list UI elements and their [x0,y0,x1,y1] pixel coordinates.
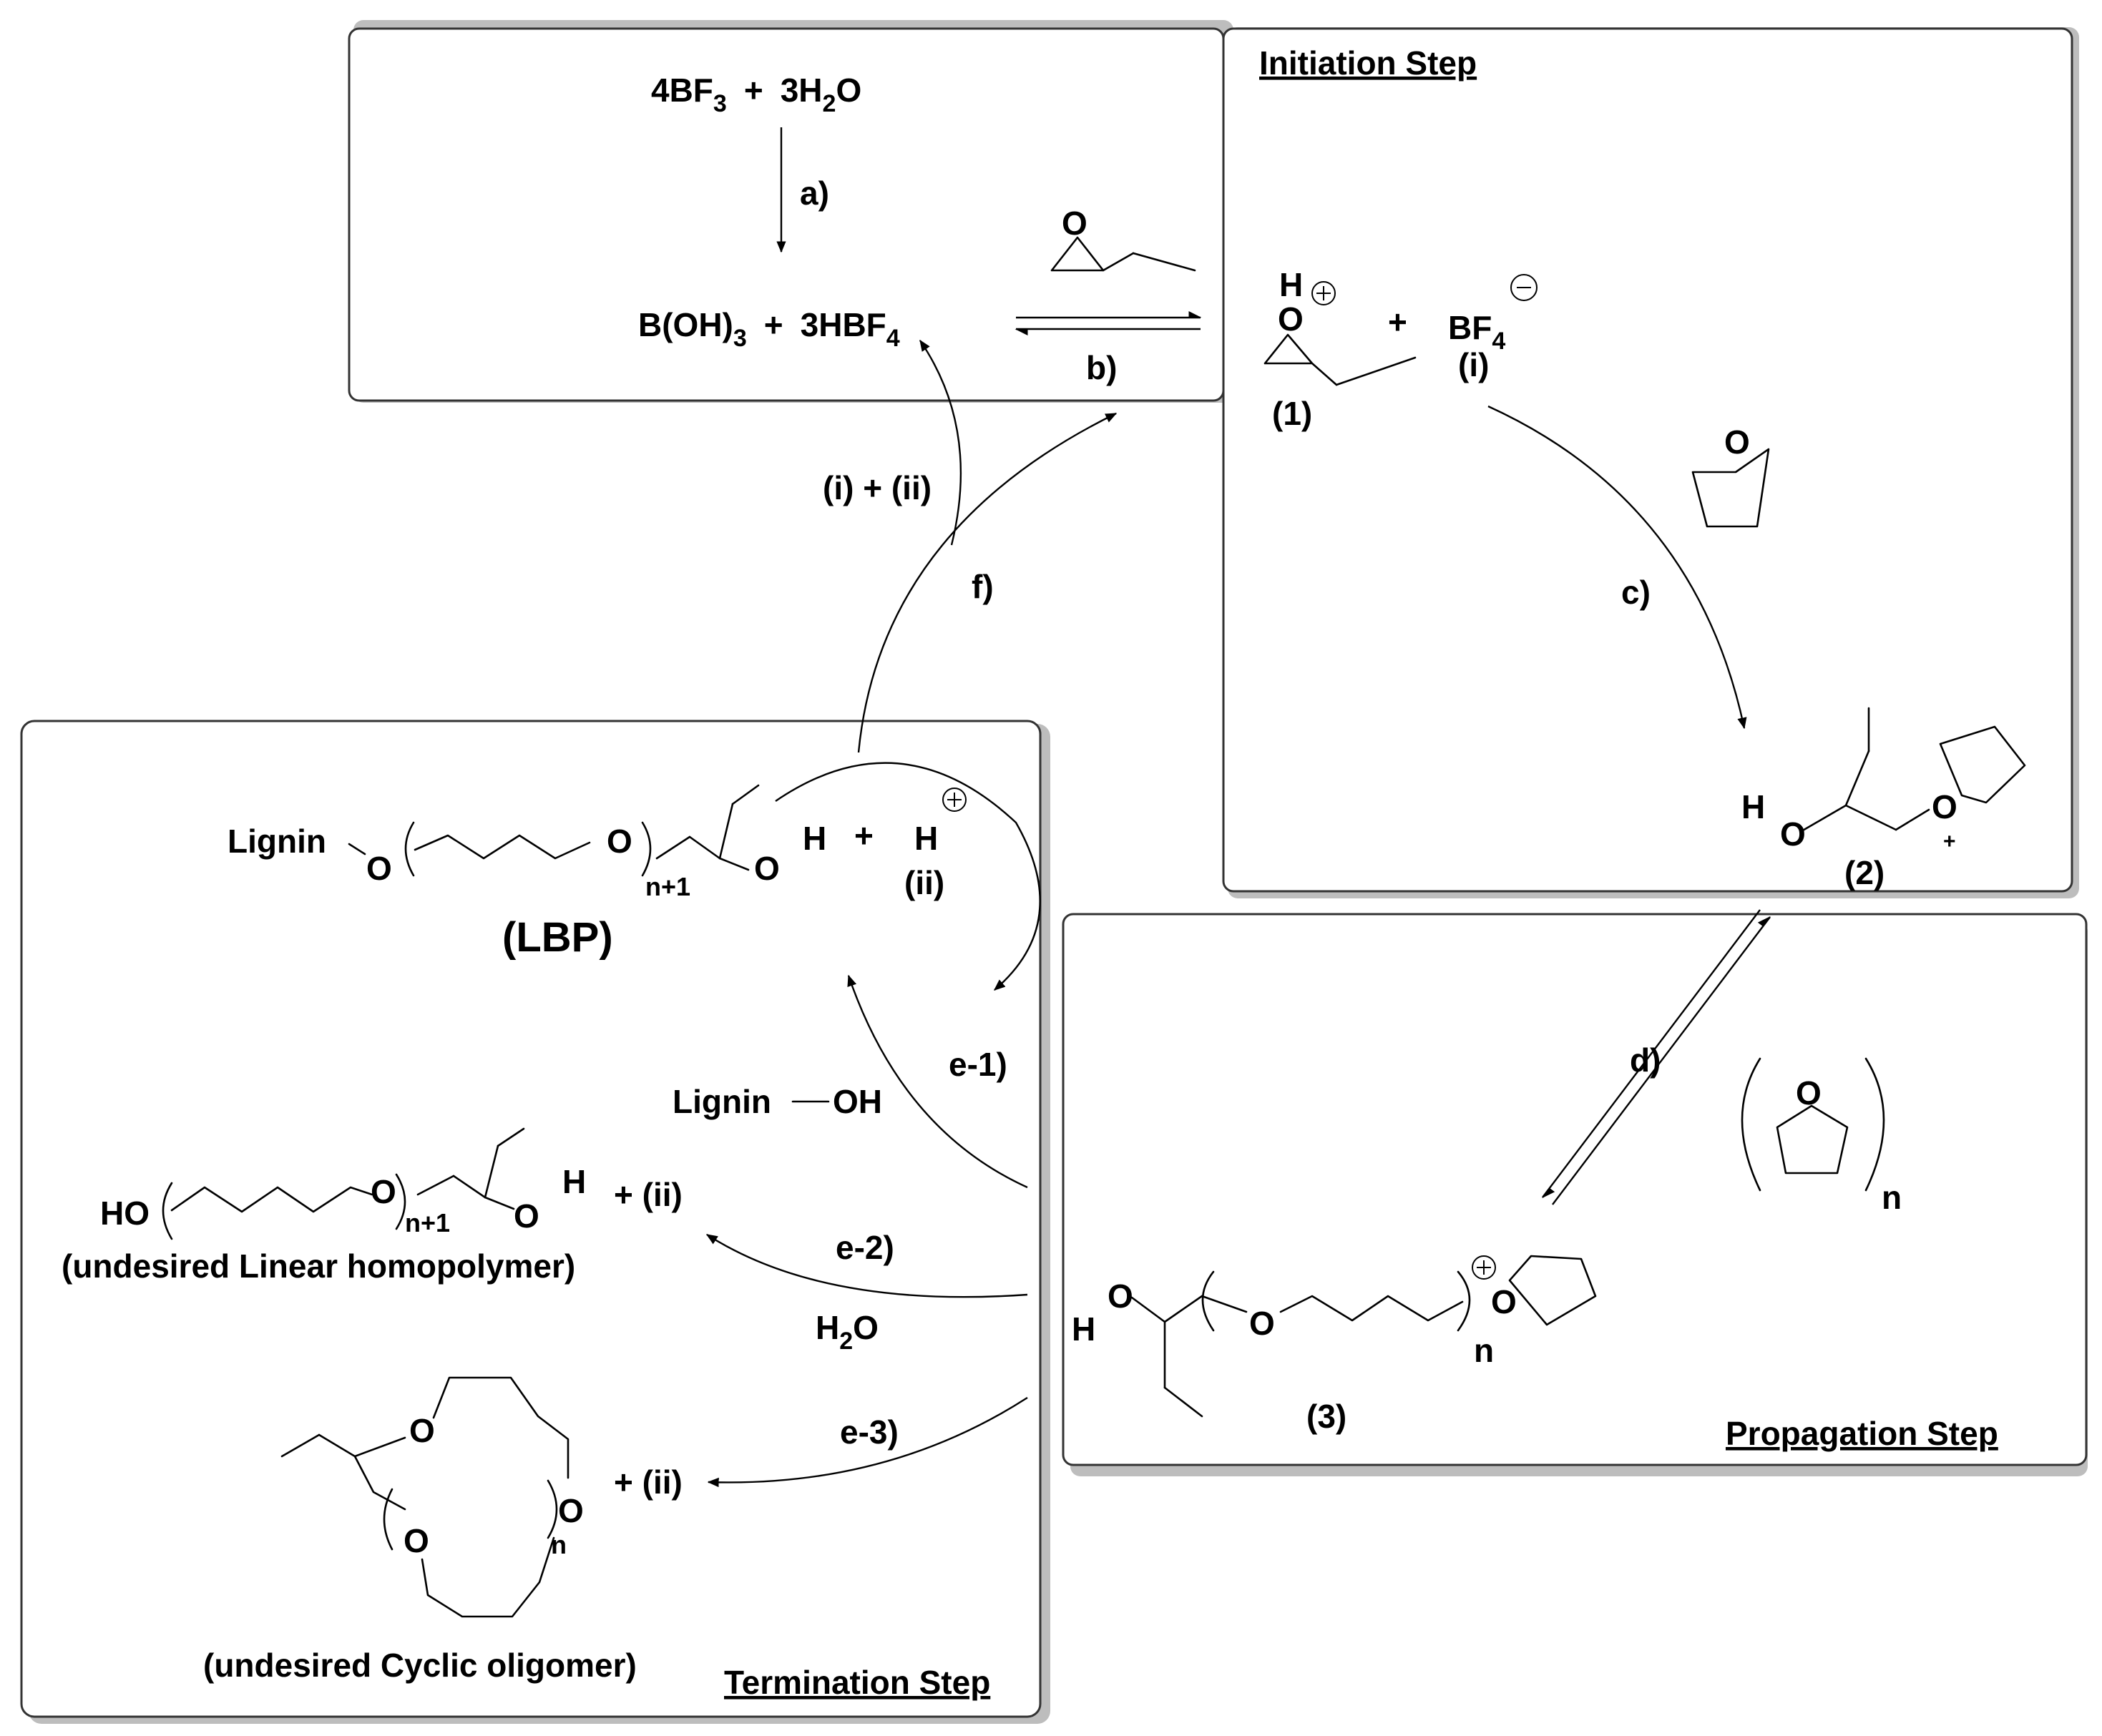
svg-text:O: O [1796,1074,1822,1112]
svg-text:O: O [558,1492,584,1529]
svg-text:O: O [1491,1283,1517,1320]
cyclic-oligomer-structure: O O O n + (ii) (undesired Cyclic oligome… [203,1376,683,1684]
step-e3-label: e-3) [840,1413,899,1451]
lbp-structure: Lignin O O n+1 O H + H (ii) (LBP) [228,784,967,961]
svg-text:O: O [1249,1305,1275,1342]
tetrafluoroborate-anion: BF4 (i) [1448,274,1538,383]
svg-text:+: + [854,817,874,854]
svg-text:n+1: n+1 [405,1208,450,1237]
arrow-c [1487,405,1747,730]
arrow-e1 [847,974,1028,1189]
svg-text:n: n [1474,1332,1494,1369]
step-e1-label: e-1) [949,1046,1007,1083]
svg-text:O: O [1108,1278,1133,1315]
step-a-label: a) [800,175,829,212]
svg-text:O: O [366,850,392,887]
svg-text:O: O [514,1197,539,1235]
svg-text:Lignin: Lignin [228,823,326,860]
reaction-a-reactants: 4BF3+3H2O [651,72,861,117]
termination-panel: Termination Step [20,720,1050,1724]
top-box [348,20,1233,403]
equilibrium-b-arrows [1015,311,1202,335]
svg-text:(2): (2) [1844,854,1885,891]
lbp-label: (LBP) [502,914,613,961]
butylene-oxide-reagent: O [1050,205,1196,272]
arrow-proton-cycle [775,762,1041,991]
reaction-a-products: B(OH)3+3HBF4 [638,306,900,352]
svg-text:(3): (3) [1306,1398,1346,1435]
svg-text:O: O [754,850,780,887]
initiation-panel: Initiation Step [1222,27,2079,898]
termination-title: Termination Step [724,1664,990,1701]
svg-text:H: H [1072,1310,1095,1348]
propagation-title: Propagation Step [1726,1415,1998,1452]
step-f-label: f) [972,568,994,605]
step-d-label: d) [1630,1041,1661,1079]
svg-text:(1): (1) [1272,395,1312,432]
svg-text:BF4: BF4 [1448,309,1505,355]
svg-text:OH: OH [833,1083,882,1120]
svg-text:4BF3+3H2O: 4BF3+3H2O [651,72,861,117]
step-e2-label: e-2) [836,1229,894,1266]
svg-text:(ii): (ii) [904,864,944,901]
svg-text:H: H [803,820,826,857]
svg-text:O: O [404,1522,429,1559]
svg-text:O: O [409,1412,435,1449]
svg-text:+ (ii): + (ii) [614,1176,683,1213]
svg-text:(i): (i) [1458,346,1489,383]
svg-text:H: H [1279,266,1303,303]
arrow-e3 [707,1396,1028,1488]
compound-3-propagating-chain: H O O n O (3) [1072,1255,1597,1435]
step-b-label: b) [1086,349,1117,386]
thf-repeat-bracket: O n [1741,1057,1902,1216]
arrow-f [857,412,1118,753]
arrow-i-ii-to-hbf4 [919,339,962,546]
initiation-title: Initiation Step [1259,44,1477,82]
step-c-label: c) [1621,574,1651,611]
compound-1-protonated-epoxide: H O (1) [1263,266,1417,432]
svg-text:+: + [1943,830,1956,853]
svg-text:H: H [562,1163,586,1200]
propagation-panel: Propagation Step [1062,913,2088,1476]
svg-text:n+1: n+1 [645,872,690,901]
svg-text:n: n [551,1530,567,1559]
svg-text:O: O [1062,205,1087,242]
svg-text:+ (ii): + (ii) [614,1463,683,1501]
svg-text:O: O [607,823,632,860]
equilibrium-d-arrows [1542,909,1771,1205]
svg-text:(undesired Cyclic oligomer): (undesired Cyclic oligomer) [203,1647,637,1684]
svg-text:O: O [1724,423,1750,461]
svg-text:Lignin: Lignin [673,1083,771,1120]
lignin-oh-reagent: Lignin OH [673,1083,882,1120]
thf-reagent-c: O [1691,423,1770,528]
water-reagent: H2O [816,1309,879,1355]
svg-text:O: O [1278,300,1304,338]
svg-text:n: n [1882,1179,1902,1216]
f-species-label: (i) + (ii) [823,469,932,506]
svg-text:O: O [1932,788,1957,825]
svg-text:H: H [914,820,938,857]
compound-2-oxonium: H O O + (2) [1741,707,2026,891]
svg-text:B(OH)3+3HBF4: B(OH)3+3HBF4 [638,306,900,352]
svg-text:HO: HO [100,1195,150,1232]
linear-homopolymer-structure: HO O n+1 O H + (ii) (undesired Linear ho… [62,1127,683,1285]
initiation-plus: + [1388,303,1407,340]
svg-text:O: O [1780,815,1806,853]
arrow-e2 [705,1233,1028,1298]
svg-text:O: O [371,1173,396,1210]
svg-text:(undesired Linear homopolymer): (undesired Linear homopolymer) [62,1247,575,1285]
svg-text:H: H [1741,788,1765,825]
